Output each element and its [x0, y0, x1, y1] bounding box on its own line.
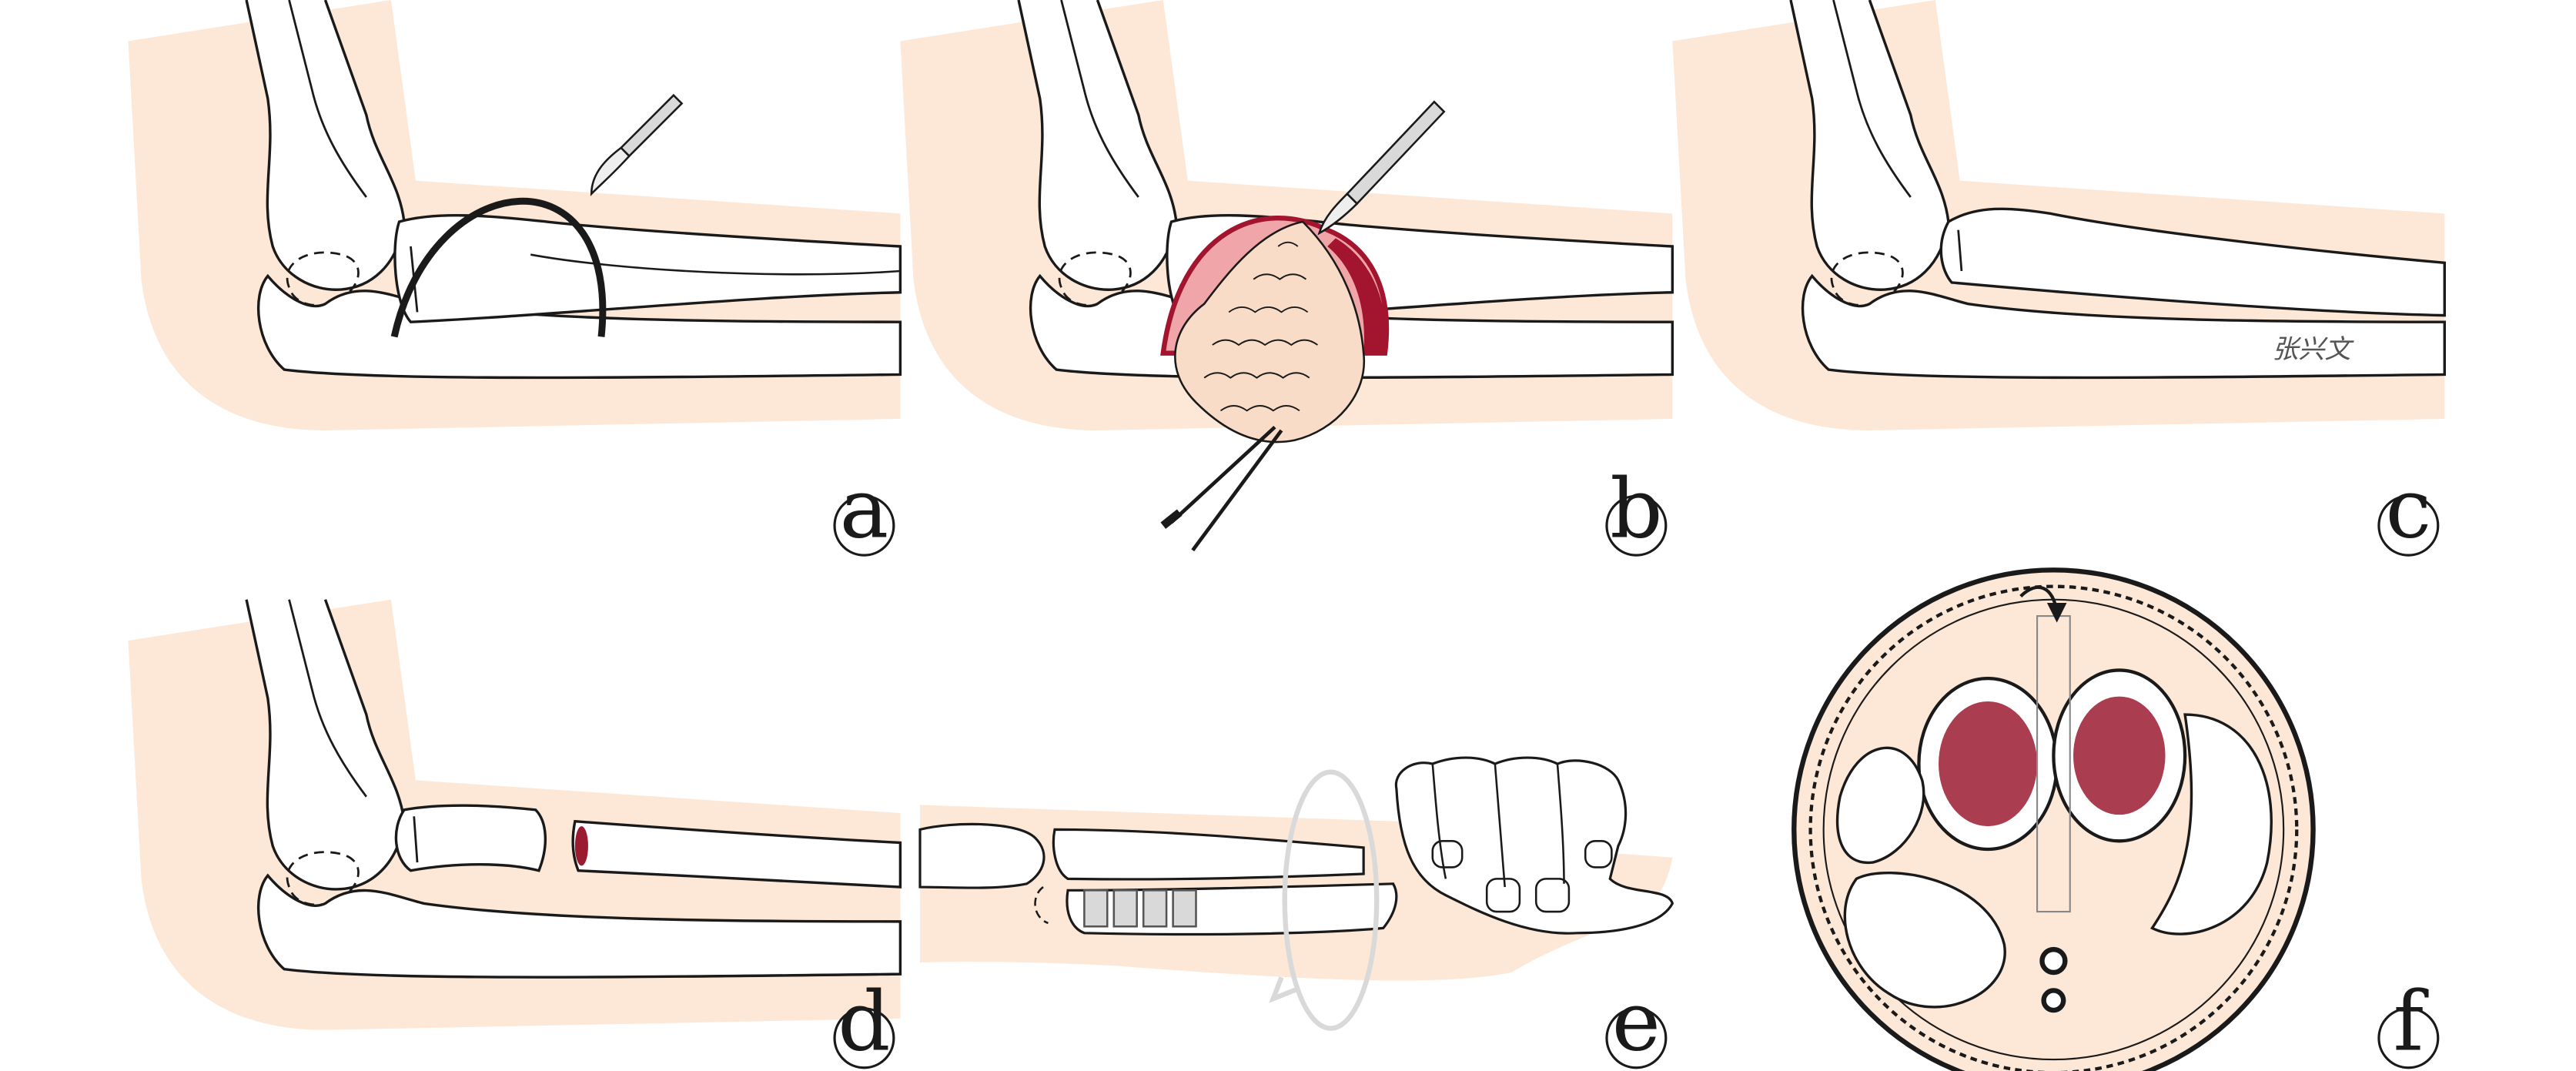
panel-d: [126, 597, 902, 1032]
svg-text:d: d: [838, 974, 890, 1069]
panel-label-f: f: [2377, 974, 2440, 1069]
panel-label-c: c: [2377, 462, 2440, 557]
signature: 张兴文: [2272, 334, 2354, 365]
panel-label-e: e: [1605, 974, 1668, 1069]
panel-f: [1791, 567, 2316, 1071]
curved-arrow-icon: [2019, 585, 2067, 623]
panel-e: [918, 756, 1674, 1031]
svg-text:f: f: [2394, 974, 2429, 1069]
panel-a: [126, 0, 902, 432]
forceps-icon: [1160, 425, 1283, 552]
svg-text:a: a: [840, 462, 889, 557]
tumor-mass: [1174, 220, 1366, 443]
rotation-arrow-icon: [1269, 769, 1380, 1031]
svg-text:c: c: [2385, 462, 2431, 557]
bone-cross-section: [1917, 668, 2187, 852]
panel-b: [898, 0, 1674, 552]
scalpel-icon: [590, 93, 684, 196]
panel-label-b: b: [1605, 462, 1668, 557]
svg-text:e: e: [1612, 974, 1661, 1069]
hand-icon: [1394, 756, 1674, 935]
panel-c: 张兴文: [1671, 0, 2446, 432]
svg-text:b: b: [1610, 462, 1662, 557]
panel-label-a: a: [833, 462, 895, 557]
panel-label-d: d: [833, 974, 895, 1069]
graft-block: [1083, 889, 1197, 928]
scalpel-icon: [1317, 100, 1446, 236]
